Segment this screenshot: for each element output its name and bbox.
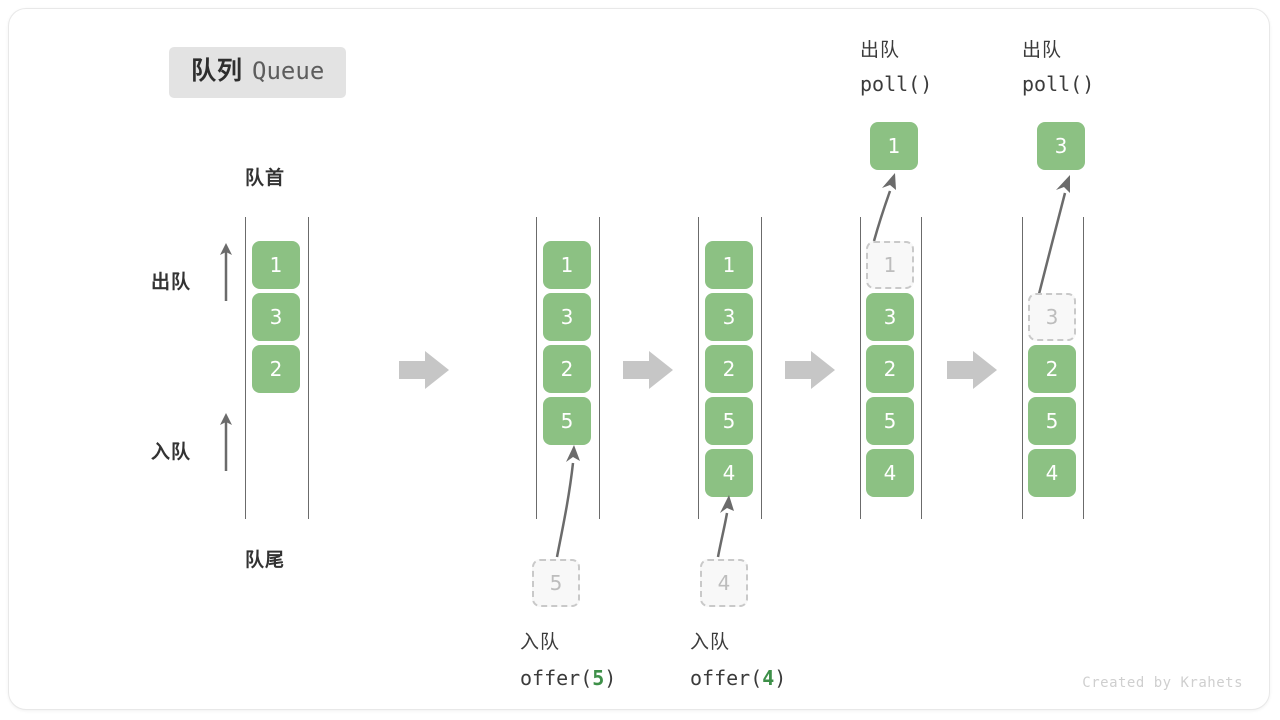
incoming-ghost-node: 4 bbox=[700, 559, 748, 607]
rail-right-col3 bbox=[761, 217, 762, 519]
queue-node: 5 bbox=[543, 397, 591, 445]
queue-node: 4 bbox=[1028, 449, 1076, 497]
title-chinese: 队列 bbox=[191, 57, 244, 85]
queue-node: 3 bbox=[252, 293, 300, 341]
rail-right-col1 bbox=[308, 217, 309, 519]
transition-arrow-icon bbox=[623, 351, 673, 389]
queue-node: 2 bbox=[1028, 345, 1076, 393]
queue-node: 2 bbox=[705, 345, 753, 393]
poll-header-cn: 出队 bbox=[860, 40, 901, 61]
rail-left-col5 bbox=[1022, 217, 1023, 519]
rail-left-col1 bbox=[245, 217, 246, 519]
dequeued-node: 1 bbox=[870, 122, 918, 170]
queue-node: 3 bbox=[543, 293, 591, 341]
enqueue-flow-arrow-icon bbox=[716, 495, 734, 558]
enqueue-direction-label: 入队 bbox=[151, 442, 192, 463]
queue-node: 1 bbox=[252, 241, 300, 289]
rail-right-col5 bbox=[1083, 217, 1084, 519]
offer-fn-name: offer( bbox=[690, 666, 763, 690]
title-english: Queue bbox=[252, 57, 325, 85]
dequeue-direction-label: 出队 bbox=[151, 272, 192, 293]
queue-node: 1 bbox=[543, 241, 591, 289]
queue-node: 1 bbox=[705, 241, 753, 289]
queue-node: 5 bbox=[705, 397, 753, 445]
dequeued-ghost-node: 1 bbox=[866, 241, 914, 289]
offer-fn-close: ) bbox=[774, 666, 787, 690]
queue-node: 2 bbox=[252, 345, 300, 393]
offer-fn-close: ) bbox=[604, 666, 617, 690]
rail-right-col2 bbox=[599, 217, 600, 519]
queue-node: 3 bbox=[705, 293, 753, 341]
rail-right-col4 bbox=[921, 217, 922, 519]
transition-arrow-icon bbox=[947, 351, 997, 389]
offer-caption-code: offer(5) bbox=[520, 665, 616, 691]
queue-node: 4 bbox=[705, 449, 753, 497]
queue-node: 3 bbox=[866, 293, 914, 341]
enqueue-flow-arrow-icon bbox=[555, 445, 580, 558]
diagram-title-badge: 队列 Queue bbox=[169, 47, 347, 98]
poll-header-code: poll() bbox=[860, 72, 933, 96]
offer-caption-cn: 入队 bbox=[690, 632, 731, 653]
offer-argument: 5 bbox=[592, 666, 605, 690]
poll-header-cn: 出队 bbox=[1022, 40, 1063, 61]
queue-node: 2 bbox=[866, 345, 914, 393]
diagram-card: 队列 Queue 队首 队尾 出队 入队 1 3 2 1 3 2 5 5 入队 o… bbox=[8, 8, 1270, 710]
queue-node: 4 bbox=[866, 449, 914, 497]
dequeued-ghost-node: 3 bbox=[1028, 293, 1076, 341]
enqueue-direction-arrow-icon bbox=[220, 413, 232, 471]
dequeue-flow-arrow-icon bbox=[1037, 175, 1070, 295]
queue-node: 2 bbox=[543, 345, 591, 393]
offer-argument: 4 bbox=[762, 666, 775, 690]
offer-caption-code: offer(4) bbox=[690, 665, 786, 691]
incoming-ghost-node: 5 bbox=[532, 559, 580, 607]
rear-label: 队尾 bbox=[245, 550, 286, 571]
queue-node: 5 bbox=[866, 397, 914, 445]
rail-left-col3 bbox=[698, 217, 699, 519]
diagram-stage: 队列 Queue 队首 队尾 出队 入队 1 3 2 1 3 2 5 5 入队 o… bbox=[9, 9, 1269, 709]
transition-arrow-icon bbox=[785, 351, 835, 389]
credit-text: Created by Krahets bbox=[1082, 675, 1243, 691]
rail-left-col4 bbox=[860, 217, 861, 519]
dequeued-node: 3 bbox=[1037, 122, 1085, 170]
offer-fn-name: offer( bbox=[520, 666, 593, 690]
transition-arrow-icon bbox=[399, 351, 449, 389]
poll-header-code: poll() bbox=[1022, 72, 1095, 96]
dequeue-direction-arrow-icon bbox=[220, 243, 232, 301]
offer-caption-cn: 入队 bbox=[520, 632, 561, 653]
dequeue-flow-arrow-icon bbox=[872, 173, 896, 242]
front-label: 队首 bbox=[245, 168, 286, 189]
rail-left-col2 bbox=[536, 217, 537, 519]
queue-node: 5 bbox=[1028, 397, 1076, 445]
